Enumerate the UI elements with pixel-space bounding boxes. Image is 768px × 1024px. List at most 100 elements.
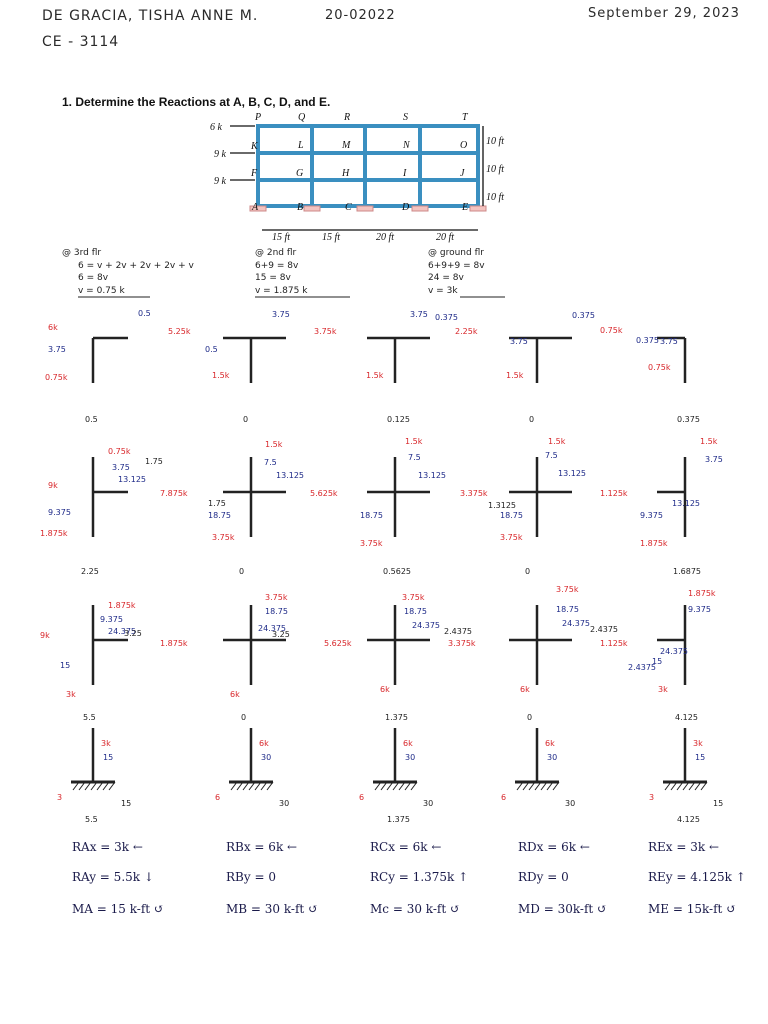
fbd-row3-label: 3k (66, 690, 76, 699)
fbd-row3-label: 3.25 (272, 630, 290, 639)
fbd-row3-label: 6k (230, 690, 240, 699)
fbd-base-h: 6k (545, 739, 555, 748)
fbd-row3-label: 3.75k (556, 585, 579, 594)
fbd-row2-label: 9.375 (48, 508, 71, 517)
joint-T: T (462, 112, 469, 123)
fbd-row3-label: 3.25 (124, 629, 142, 638)
fbd-row2-label: 3.75k (212, 533, 235, 542)
ground-hatch (386, 781, 394, 791)
fbd-row2-label: 3.75k (500, 533, 523, 542)
ground-hatch (700, 781, 708, 791)
reaction-c-x: RCx = 6k ← (370, 840, 442, 854)
student-id: 20-02022 (325, 8, 396, 23)
reaction-e-y: REy = 4.125k ↑ (648, 870, 746, 884)
reaction-c-m: Mc = 30 k-ft ↺ (370, 902, 461, 916)
joint-K: K (250, 141, 259, 152)
joint-E: E (461, 202, 468, 213)
fbd-row3-label: 3k (658, 685, 668, 694)
reaction-b-m: MB = 30 k-ft ↺ (226, 902, 319, 916)
ground-hatch (260, 781, 268, 791)
fbd-base-mb: 30 (279, 799, 289, 808)
ground-hatch (230, 781, 238, 791)
joint-G: G (296, 168, 303, 179)
fbd-row2-label: 7.5 (545, 451, 558, 460)
joint-P: P (254, 112, 261, 123)
fbd-base-v: 5.5 (85, 815, 98, 824)
fbd-row2-label: 3.375k (460, 489, 488, 498)
ground-hatch (266, 781, 274, 791)
fbd-row3-label: 18.75 (404, 607, 427, 616)
ground-hatch (546, 781, 554, 791)
ground-hatch (522, 781, 530, 791)
fbd-row2-label: 1.5k (265, 440, 283, 449)
fbd-row2-label: 13.125 (418, 471, 446, 480)
fbd-row1-label: 2.25k (455, 327, 478, 336)
fbd-row2-label: 13.125 (276, 471, 304, 480)
fbd-base-h: 3k (693, 739, 703, 748)
fbd-row1-axial: 0 (243, 415, 248, 424)
frame-figure: 6 k 9 k 9 k P Q R S T K L M N O F G H I … (210, 112, 504, 243)
reaction-b-y: RBy = 0 (226, 870, 276, 884)
reaction-d-y: RDy = 0 (518, 870, 569, 884)
fbd-row1-label: 0.5 (205, 345, 218, 354)
joint-B: B (297, 202, 303, 213)
calc-3rd-2: 6 = v + 2v + 2v + 2v + v (78, 261, 195, 271)
fbd-base-mb: 15 (121, 799, 131, 808)
ground-hatch (552, 781, 560, 791)
fbd-row2-label: 18.75 (208, 511, 231, 520)
fbd-base-hb: 6 (215, 793, 220, 802)
joint-D: D (401, 202, 410, 213)
span-2: 15 ft (322, 232, 340, 243)
calc-2nd-4: v = 1.875 k (255, 286, 308, 296)
fbd-row3-label: 1.875k (160, 639, 188, 648)
fbd-row2-label: 1.5k (405, 437, 423, 446)
reaction-d-m: MD = 30k-ft ↺ (518, 902, 608, 916)
fbd-row1-label: 0.75k (45, 373, 68, 382)
ground-hatch (72, 781, 80, 791)
fbd-row2-label: 13.125 (558, 469, 586, 478)
fbd-row3-label: 3.75k (265, 593, 288, 602)
fbd-row1-label: 1.5k (506, 371, 524, 380)
fbd-row3-label: 15 (60, 661, 70, 670)
fbd-row3-label: 9k (40, 631, 50, 640)
calc-3rd-4: v = 0.75 k (78, 286, 125, 296)
reaction-a-x: RAx = 3k ← (72, 840, 143, 854)
fbd-row2-axial: 0.5625 (383, 567, 411, 576)
fbd-row2-label: 18.75 (360, 511, 383, 520)
ground-hatch (534, 781, 542, 791)
fbd-row2-axial: 2.25 (81, 567, 99, 576)
calc-notes: @ 3rd flr 6 = v + 2v + 2v + 2v + v 6 = 8… (62, 248, 505, 298)
fbd-base-hb: 3 (649, 793, 654, 802)
fbd-row3-label: 3.75k (402, 593, 425, 602)
ground-hatch (516, 781, 524, 791)
fbd-row3-label: 3.375k (448, 639, 476, 648)
ground-hatch (84, 781, 92, 791)
fbd-row3-label: 9.375 (688, 605, 711, 614)
fbd-base-v: 4.125 (677, 815, 700, 824)
fbd-row1-label: 0.375 (572, 311, 595, 320)
height-2: 10 ft (486, 164, 504, 175)
fbd-row3-label: 1.125k (600, 639, 628, 648)
student-name: DE GRACIA, TISHA ANNE M. (42, 8, 259, 24)
joint-O: O (460, 140, 467, 151)
span-3: 20 ft (376, 232, 394, 243)
fbd-row2-label: 1.875k (640, 539, 668, 548)
load-9k-2: 9 k (214, 176, 227, 187)
ground-hatch (380, 781, 388, 791)
fbd-row1-label: 5.25k (168, 327, 191, 336)
fbd-base-h: 6k (403, 739, 413, 748)
fbd-row3-label: 9.375 (100, 615, 123, 624)
fbd-base-mb: 30 (423, 799, 433, 808)
fbd-row1-label: 0.375 (636, 336, 659, 345)
fbd-row1-label: 1.5k (366, 371, 384, 380)
fbd-row3-label: 18.75 (556, 605, 579, 614)
fbd-base-h: 6k (259, 739, 269, 748)
fbd-row1-label: 0.75k (600, 326, 623, 335)
fbd-row3-label: 24.375 (108, 627, 136, 636)
calc-3rd-3: 6 = 8v (78, 273, 109, 283)
fbd-row2-label: 13.125 (672, 499, 700, 508)
fbd-base-mb: 30 (565, 799, 575, 808)
fbd-base-mb: 15 (713, 799, 723, 808)
reaction-a-m: MA = 15 k-ft ↺ (72, 902, 164, 916)
